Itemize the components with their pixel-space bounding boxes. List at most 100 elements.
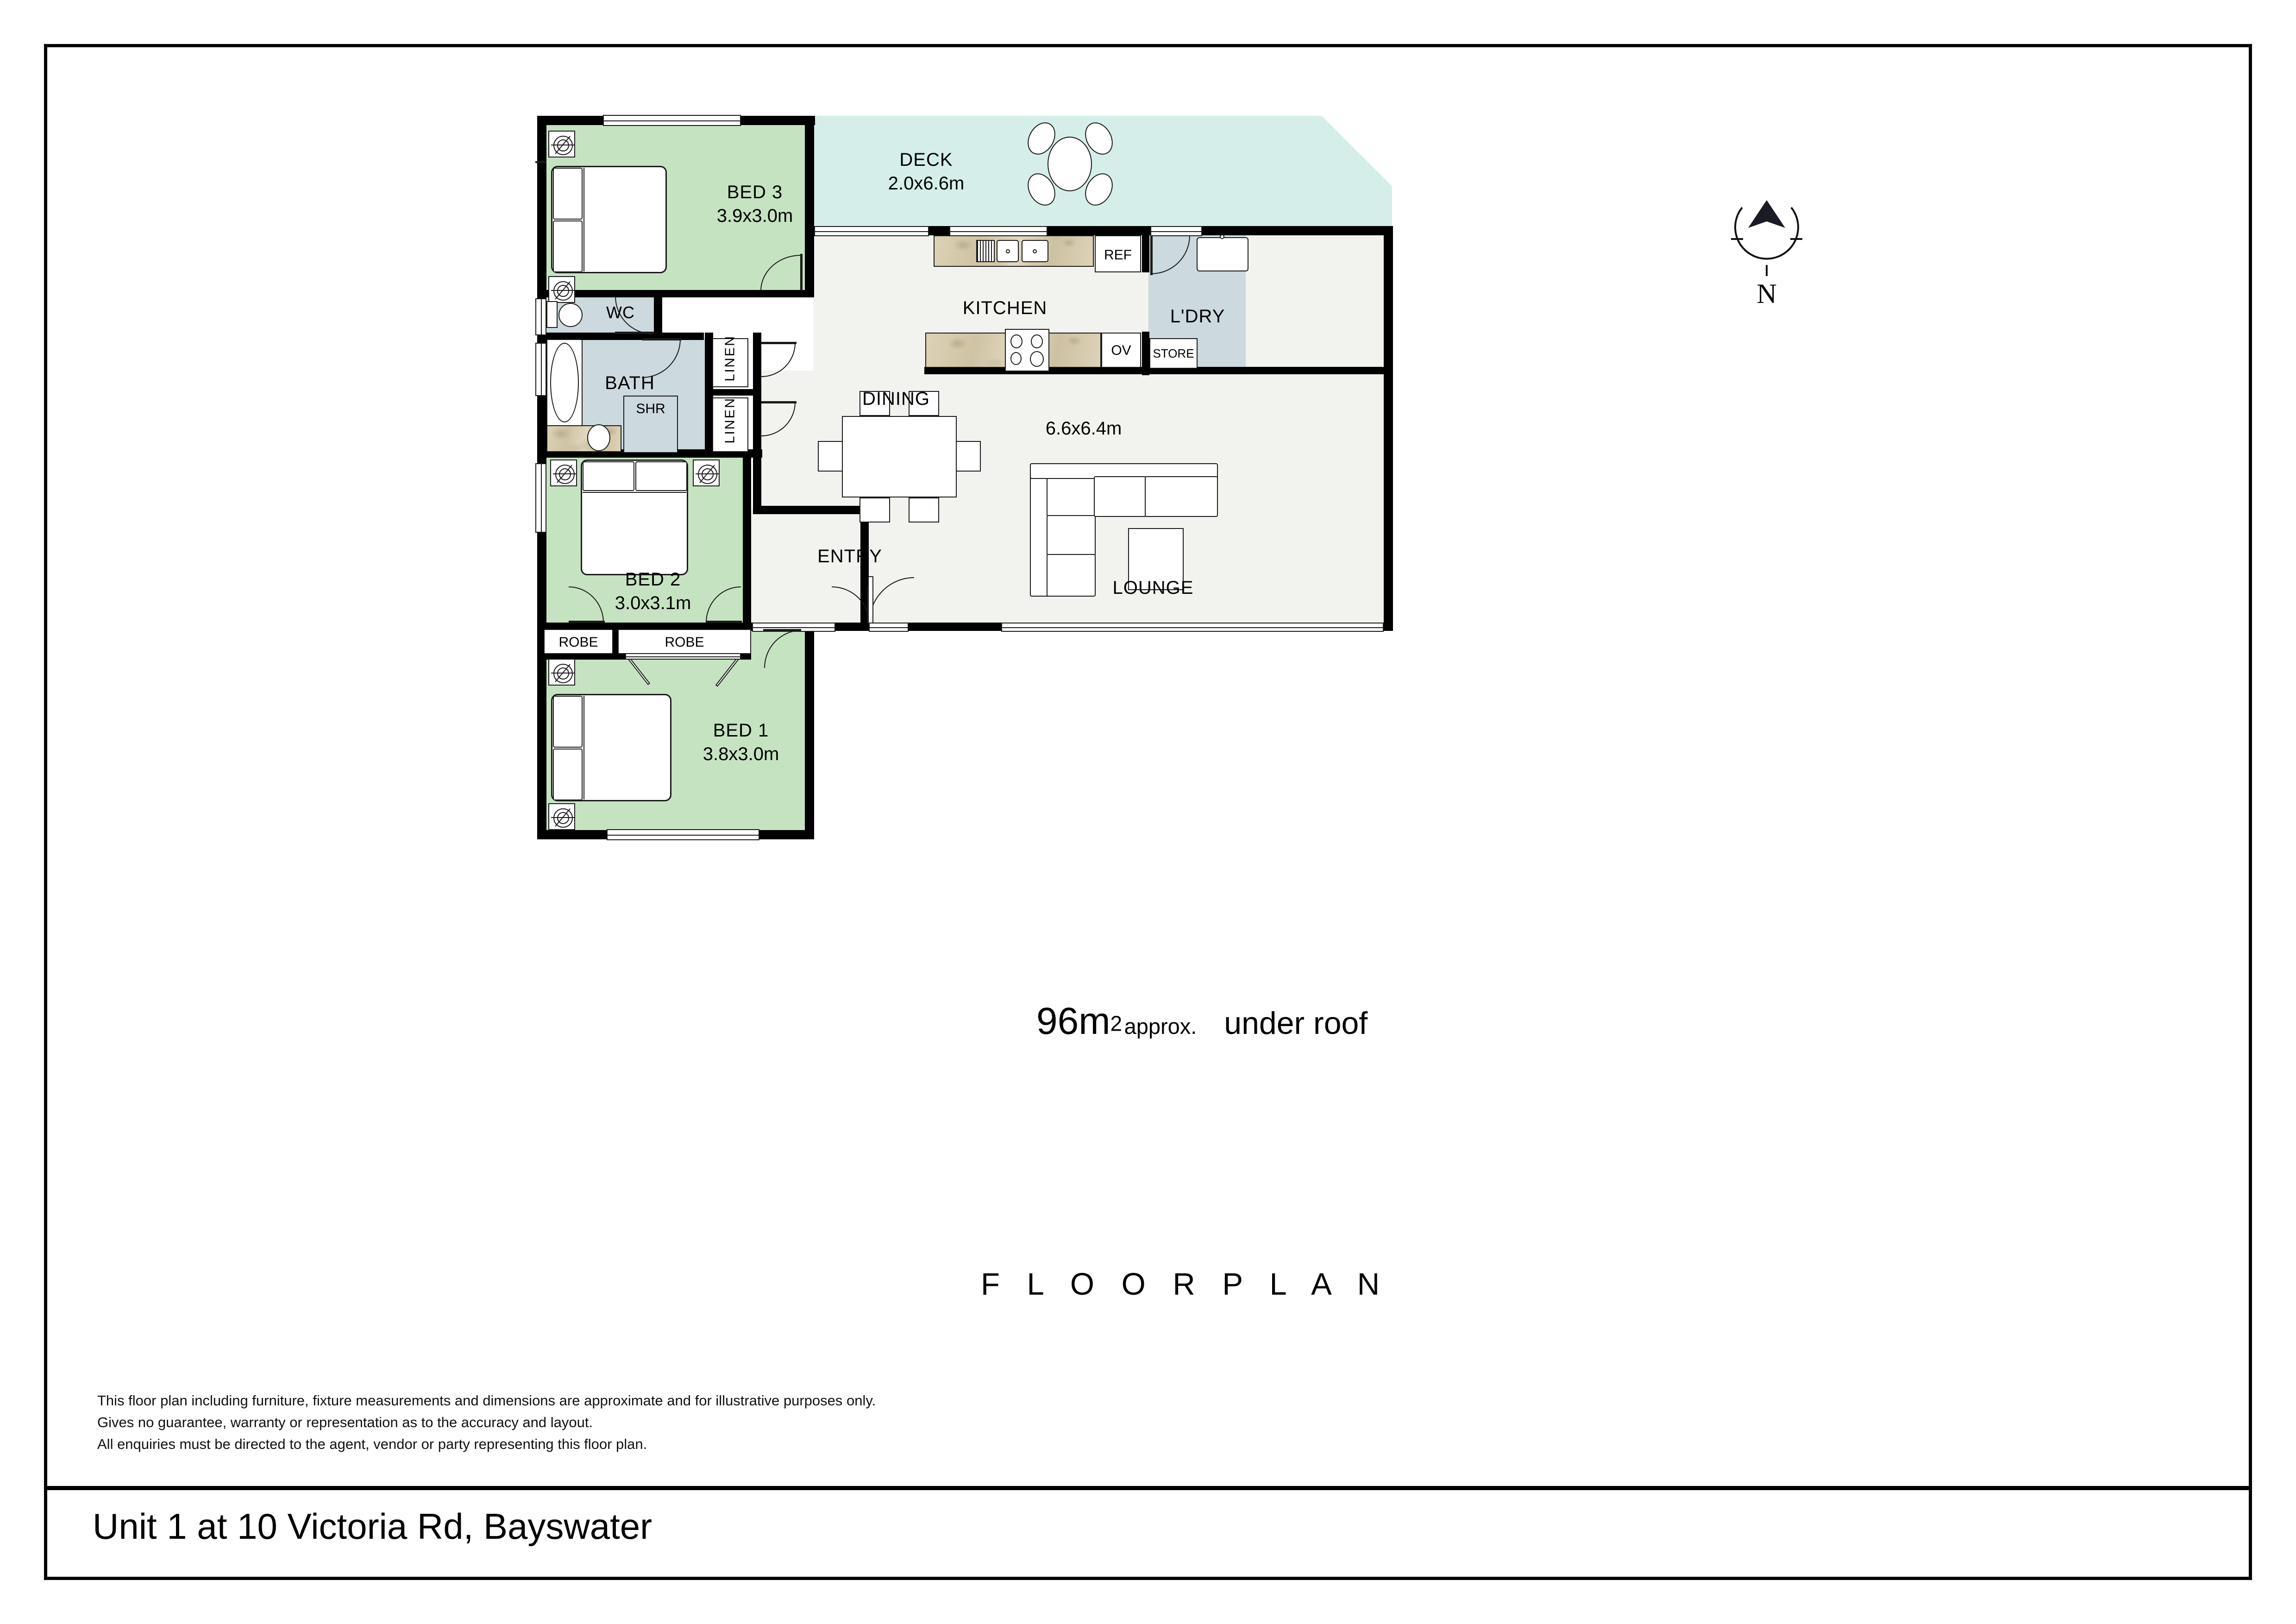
window-bed3-top xyxy=(603,115,741,126)
room-name-bath: BATH xyxy=(605,373,655,393)
bedside-lamp-bed1-bottom xyxy=(548,803,575,830)
room-label-bed2: BED 2 3.0x3.1m xyxy=(597,568,709,615)
room-label-entry: ENTRY xyxy=(783,545,917,568)
wc-cistern xyxy=(546,301,558,328)
room-label-dining: DINING xyxy=(829,387,963,411)
room-label-bed1: BED 1 3.8x3.0m xyxy=(685,719,797,766)
shower-label: SHR xyxy=(636,401,665,416)
laundry-tap xyxy=(1220,234,1224,239)
door-leaf-bed1-entry xyxy=(763,629,801,631)
area-superscript: 2 xyxy=(1110,1011,1123,1036)
room-dim-lounge: 6.6x6.4m xyxy=(1045,418,1122,439)
dining-chair-right xyxy=(956,441,981,472)
wall-bed2-right xyxy=(743,456,751,629)
sofa-seat-left-2 xyxy=(1047,515,1096,556)
bedside-lamp-bed1-top xyxy=(548,659,575,686)
sink-tap-right xyxy=(1033,249,1037,253)
store-label: STORE xyxy=(1153,346,1194,360)
room-label-bath: BATH xyxy=(583,371,676,395)
room-name-bed1: BED 1 xyxy=(713,720,769,741)
room-name-entry: ENTRY xyxy=(817,546,882,567)
wall-linen-divider xyxy=(705,389,759,396)
door-leaf-bed3 xyxy=(800,254,803,291)
property-address-title: Unit 1 at 10 Victoria Rd, Bayswater xyxy=(93,1506,652,1547)
door-leaf-bath xyxy=(642,338,682,340)
window-bed1-bottom xyxy=(607,829,759,840)
door-leaf-linen-upper xyxy=(761,342,797,344)
room-label-lounge: LOUNGE xyxy=(1084,576,1223,600)
compass-label: N xyxy=(1757,278,1777,309)
deck-table xyxy=(1048,137,1092,191)
door-leaf-wc xyxy=(615,332,654,334)
area-under-roof-note: 96m2 approx. under roof xyxy=(1036,1000,1368,1043)
robe-right-label: ROBE xyxy=(665,635,704,650)
wall-living-left-dining xyxy=(753,364,761,512)
fridge-label: REF xyxy=(1104,247,1132,263)
laundry-trough xyxy=(1197,237,1248,271)
room-name-wc: WC xyxy=(606,303,635,322)
room-label-ldry: L'DRY xyxy=(1151,305,1244,328)
room-name-deck: DECK xyxy=(899,150,953,170)
wc-pan xyxy=(558,303,583,327)
wall-entry-right xyxy=(860,506,869,625)
bed-bed1 xyxy=(551,694,671,801)
window-lounge-bottom-b xyxy=(869,623,909,632)
window-bed2-left xyxy=(535,463,546,533)
linen-cupboard-upper xyxy=(712,338,748,387)
bedside-lamp-bed3-top xyxy=(548,131,575,157)
dining-chair-top-1 xyxy=(859,391,890,416)
door-leaf-bed2-robe xyxy=(569,621,605,623)
bedside-lamp-bed2-right xyxy=(693,460,720,486)
disclaimer-line-1: This floor plan including furniture, fix… xyxy=(97,1392,876,1409)
door-leaf-linen-lower xyxy=(761,401,797,403)
wall-ldry-left xyxy=(1142,232,1149,272)
room-name-kitchen: KITCHEN xyxy=(962,298,1048,318)
linen-label-lower: LINEN xyxy=(722,397,738,444)
room-label-bed3: BED 3 3.9x3.0m xyxy=(699,181,810,228)
room-label-kitchen: KITCHEN xyxy=(935,296,1074,320)
title-divider xyxy=(44,1486,2252,1490)
robe-left xyxy=(544,629,613,654)
room-label-deck: DECK 2.0x6.6m xyxy=(857,148,996,195)
floor-plan-drawing: REF OV STORE SHR LINEN LINEN xyxy=(533,111,1468,1237)
wall-exterior-left-upper xyxy=(537,116,546,338)
dining-chair-bottom-1 xyxy=(859,497,890,522)
wall-robe-divider xyxy=(612,629,619,653)
linen-cupboard-lower xyxy=(712,397,748,452)
window-wc-left xyxy=(535,298,546,335)
bed-bed3 xyxy=(551,166,667,273)
sofa-seat-left-1 xyxy=(1047,476,1096,517)
wall-exterior-left-lower xyxy=(537,625,546,838)
room-name-dining: DINING xyxy=(862,389,930,409)
compass-rose: N xyxy=(1713,195,1820,315)
linen-label-upper: LINEN xyxy=(722,335,738,382)
window-bed3-left xyxy=(535,161,546,163)
cooktop xyxy=(1005,329,1049,371)
wall-entry-top xyxy=(753,506,869,514)
room-dim-bed1: 3.8x3.0m xyxy=(703,744,779,765)
room-name-bed3: BED 3 xyxy=(727,182,783,202)
burner-tr xyxy=(1031,334,1043,348)
door-leaf-bed2 xyxy=(706,621,742,623)
sofa-seat-top-1 xyxy=(1094,476,1147,517)
window-bath-left xyxy=(535,343,546,396)
burner-tl xyxy=(1010,334,1023,348)
wall-living-left-upper xyxy=(805,226,814,293)
door-leaf-ldry xyxy=(1150,235,1153,275)
shower-enclosure xyxy=(623,396,678,453)
dining-chair-top-2 xyxy=(909,391,939,416)
window-deck-sliding-left xyxy=(814,226,929,236)
room-name-lounge: LOUNGE xyxy=(1112,578,1194,598)
disclaimer-line-3: All enquiries must be directed to the ag… xyxy=(97,1436,647,1453)
wall-ldry-left-lower xyxy=(1142,332,1149,375)
wall-bed3-bottom xyxy=(537,290,814,297)
sofa-seat-top-2 xyxy=(1145,476,1218,517)
wall-bed2-bottom xyxy=(537,623,751,630)
area-value: 96m xyxy=(1036,1000,1110,1042)
oven xyxy=(1101,333,1141,368)
robe-left-label: ROBE xyxy=(558,635,598,650)
wall-exterior-right xyxy=(1384,226,1393,631)
disclaimer-block: This floor plan including furniture, fix… xyxy=(97,1390,876,1455)
store-cupboard xyxy=(1149,338,1198,369)
room-name-bed2: BED 2 xyxy=(625,569,681,590)
